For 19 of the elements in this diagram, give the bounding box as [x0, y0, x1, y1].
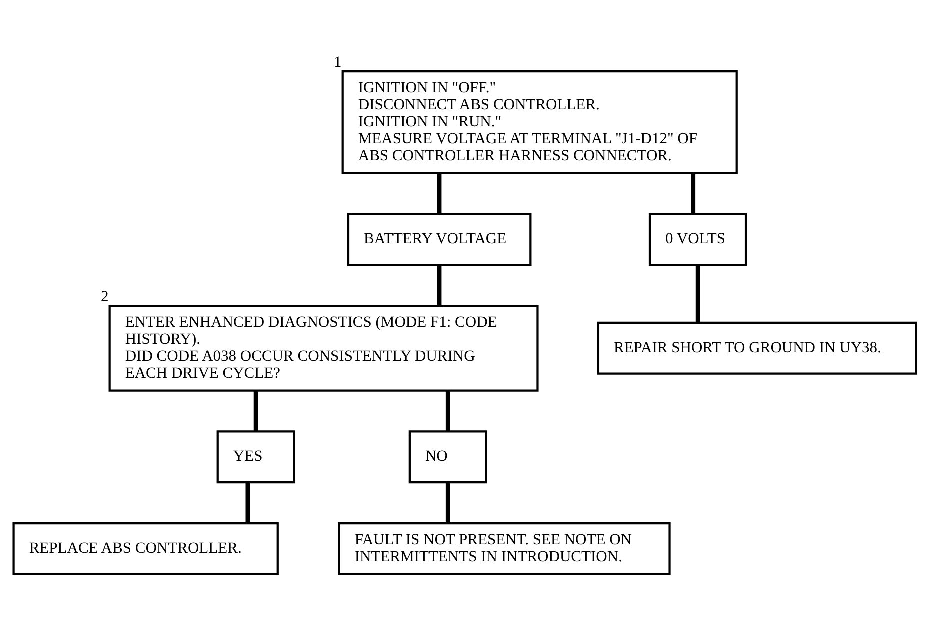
connector [254, 391, 258, 432]
node-box: ENTER ENHANCED DIAGNOSTICS (MODE F1: CODE HISTORY). DID CODE A038 OCCUR CONSISTENTLY DURING EACH DRIVE CYCLE? [108, 304, 539, 392]
node-box: REPAIR SHORT TO GROUND IN UY38. [597, 322, 918, 375]
node-box: IGNITION IN "OFF." DISCONNECT ABS CONTROLLER. IGNITION IN "RUN." MEASURE VOLTAGE AT TERMINAL "J1-D12" OF ABS CONTROLLER HARNESS CONNECTOR. [342, 70, 738, 174]
connector [246, 482, 250, 524]
connector [691, 174, 696, 214]
node-label: 2 [101, 288, 109, 306]
connector [437, 265, 442, 306]
node-box: FAULT IS NOT PRESENT. SEE NOTE ON INTERMITTENTS IN INTRODUCTION. [338, 522, 671, 576]
connector [446, 482, 450, 524]
node-box: YES [216, 430, 296, 484]
node-box: BATTERY VOLTAGE [347, 213, 532, 266]
node-box: REPLACE ABS CONTROLLER. [12, 522, 279, 576]
node-box: 0 VOLTS [648, 213, 748, 266]
node-label: 1 [334, 54, 342, 72]
connector [437, 174, 442, 214]
connector [696, 265, 700, 323]
connector [446, 391, 450, 432]
node-box: NO [408, 430, 488, 484]
